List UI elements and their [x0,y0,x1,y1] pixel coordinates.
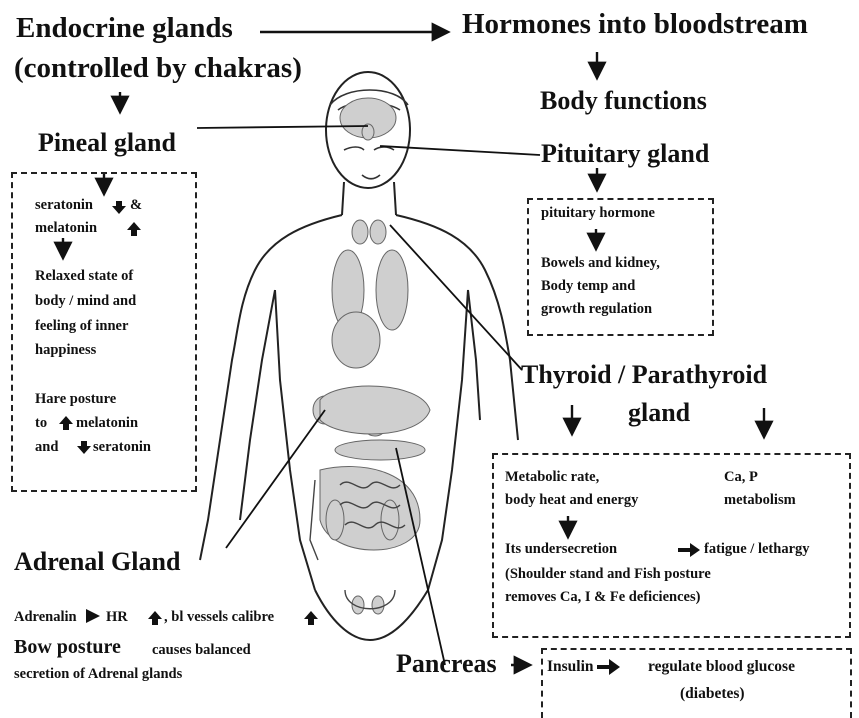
pituitary-growth: growth regulation [541,299,652,320]
adrenal-bow-rest: causes balanced [152,640,251,661]
pituitary-hormone: pituitary hormone [541,203,655,224]
pineal-melatonin: melatonin [35,218,97,239]
thyroid-shoulder-1: (Shoulder stand and Fish posture [505,564,711,585]
thyroid-undersecretion: Its undersecretion [505,539,617,560]
adrenal-bow-posture: Bow posture [14,636,121,659]
adrenal-hr: HR [106,607,128,628]
adrenal-adrenalin: Adrenalin [14,607,77,628]
pancreas-diabetes: (diabetes) [680,683,745,705]
thyroid-ca-2: metabolism [724,490,796,511]
pineal-seratonin: seratonin [35,195,93,216]
pineal-heading: Pineal gland [38,128,176,158]
pancreas-insulin: Insulin [547,656,594,678]
thyroid-shoulder-2: removes Ca, I & Fe deficiences) [505,587,700,608]
pineal-relaxed-1: Relaxed state of [35,266,133,287]
pineal-hare-2b: melatonin [76,413,138,434]
endocrine-heading-line2: (controlled by chakras) [14,52,302,85]
thyroid-ca-1: Ca, P [724,467,758,488]
body-functions-heading: Body functions [540,86,707,116]
organs [313,98,430,614]
pituitary-heading: Pituitary gland [541,139,709,169]
thyroid-metabolic-1: Metabolic rate, [505,467,599,488]
adrenal-heading: Adrenal Gland [14,547,180,577]
pineal-hare-3a: and [35,437,58,458]
pineal-hare-2a: to [35,413,47,434]
endocrine-heading-line1: Endocrine glands [16,12,233,45]
thyroid-heading-line2: gland [628,398,690,428]
pineal-relaxed-2: body / mind and [35,291,136,312]
pituitary-bowels: Bowels and kidney, [541,253,660,274]
pancreas-regulate: regulate blood glucose [648,656,795,678]
pancreas-heading: Pancreas [396,649,497,679]
hormones-heading: Hormones into bloodstream [462,8,808,41]
thyroid-heading-line1: Thyroid / Parathyroid [521,360,767,390]
pineal-relaxed-4: happiness [35,340,96,361]
thyroid-fatigue: fatigue / lethargy [704,539,810,560]
adrenal-vessels: , bl vessels calibre [164,607,274,628]
adrenal-secretion: secretion of Adrenal glands [14,664,182,685]
pineal-hare-1: Hare posture [35,389,116,410]
thyroid-metabolic-2: body heat and energy [505,490,638,511]
pineal-hare-3b: seratonin [93,437,151,458]
pineal-amp: & [130,195,142,216]
pineal-relaxed-3: feeling of inner [35,316,128,337]
pituitary-bodytemp: Body temp and [541,276,635,297]
